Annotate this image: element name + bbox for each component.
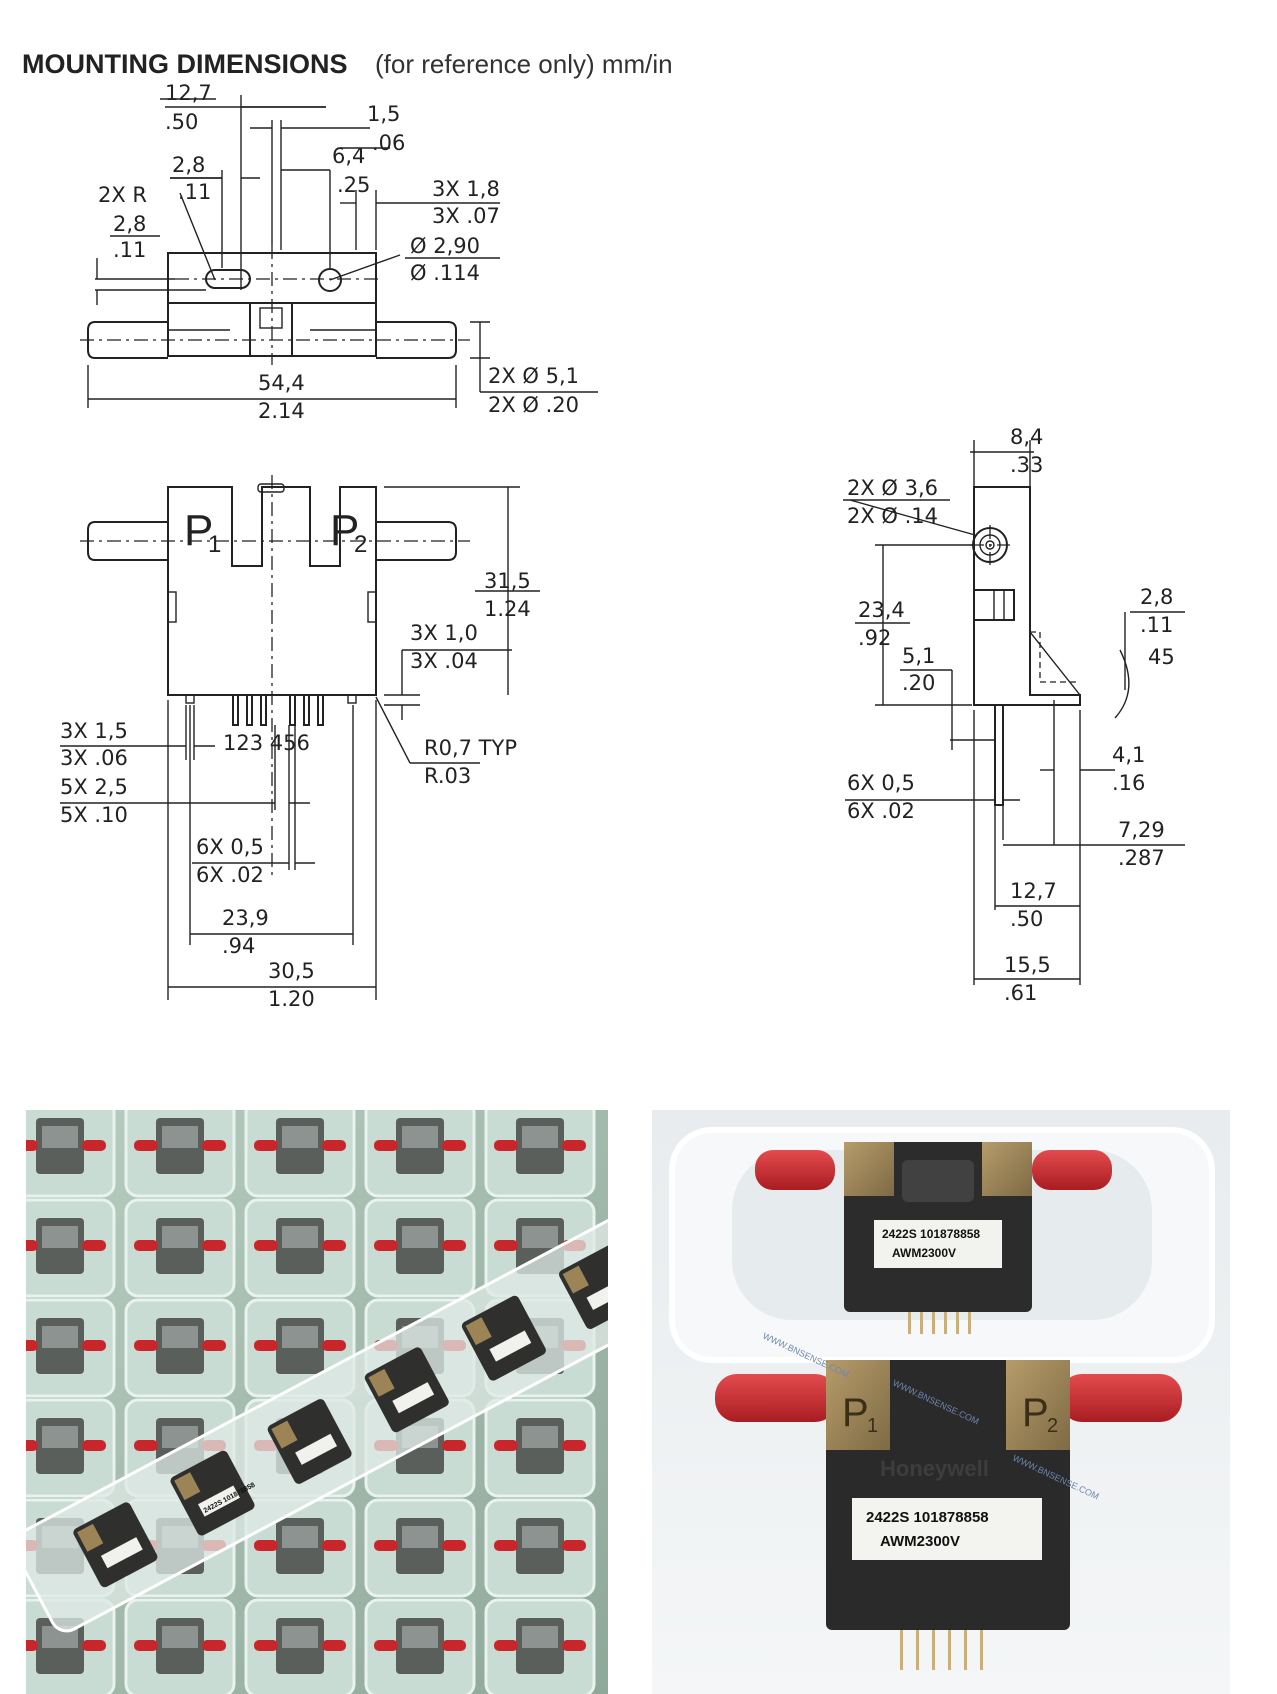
tray-pocket xyxy=(484,1398,596,1498)
dim-text: 30,5 xyxy=(268,959,315,983)
dim-text: .20 xyxy=(902,671,935,695)
tray-pocket xyxy=(124,1110,236,1198)
heading-title: MOUNTING DIMENSIONS xyxy=(22,49,348,79)
tray-pocket xyxy=(484,1598,596,1694)
photo-p1-sub: 1 xyxy=(867,1415,878,1437)
tray-pocket xyxy=(244,1598,356,1694)
photo-p1-label: P xyxy=(842,1391,869,1435)
dim-text: 3X .07 xyxy=(432,204,500,228)
dim-text: 1.24 xyxy=(484,597,531,621)
dim-text: 6,4 xyxy=(332,144,365,168)
front-label-line1: 2422S 101878858 xyxy=(866,1509,989,1526)
photo-sensor-tray: 2422S 101878858 xyxy=(26,1110,608,1694)
heading-subtitle: (for reference only) mm/in xyxy=(375,49,673,79)
dim-text: 2.14 xyxy=(258,399,305,423)
dim-text: R.03 xyxy=(424,764,471,788)
dim-text: 5X 2,5 xyxy=(60,775,128,799)
tray-pocket xyxy=(124,1298,236,1398)
dim-text: 7,29 xyxy=(1118,818,1165,842)
dim-text: .11 xyxy=(113,238,146,262)
dim-text: 6X .02 xyxy=(196,863,264,887)
front-label-line2: AWM2300V xyxy=(880,1533,960,1550)
dim-text: .61 xyxy=(1004,981,1037,1005)
dim-text: 2,8 xyxy=(113,212,146,236)
side-view: 8,4 .33 2X Ø 3,6 2X Ø .14 23,4 .92 5,1 .… xyxy=(843,425,1185,1005)
dim-text: 3X 1,8 xyxy=(432,177,500,201)
dim-text: .25 xyxy=(337,173,370,197)
dim-text: .50 xyxy=(165,110,198,134)
dim-text: 31,5 xyxy=(484,569,531,593)
back-label-line2: AWM2300V xyxy=(892,1246,956,1260)
dim-text: .06 xyxy=(372,131,405,155)
dim-text: 2X R xyxy=(98,183,147,207)
dim-text: .287 xyxy=(1118,846,1165,870)
port-p2-label: P xyxy=(330,506,359,555)
dim-text: 1,5 xyxy=(367,102,400,126)
dim-text: .16 xyxy=(1112,771,1145,795)
tray-pocket xyxy=(484,1498,596,1598)
dim-text: 5,1 xyxy=(902,644,935,668)
dim-text: 2X Ø 5,1 xyxy=(488,364,579,388)
dim-text: .11 xyxy=(1140,613,1173,637)
tray-pocket xyxy=(124,1598,236,1694)
tray-pocket xyxy=(244,1110,356,1198)
dim-text: 15,5 xyxy=(1004,953,1051,977)
dim-text: 6X .02 xyxy=(847,799,915,823)
dim-text: 4,1 xyxy=(1112,743,1145,767)
dim-text: .33 xyxy=(1010,453,1043,477)
dim-text: 3X .04 xyxy=(410,649,478,673)
dim-text: 1.20 xyxy=(268,987,315,1011)
port-p1-label: P xyxy=(184,506,213,555)
dim-text: R0,7 TYP xyxy=(424,736,517,760)
dim-text: 2X Ø .20 xyxy=(488,393,579,417)
dim-text: 2,8 xyxy=(172,153,205,177)
port-p1-sub: 1 xyxy=(208,531,221,558)
dim-text: 2X Ø .14 xyxy=(847,504,938,528)
dim-text: 2X Ø 3,6 xyxy=(847,476,938,500)
dim-text: 45 xyxy=(1148,645,1175,669)
dim-text: 3X 1,0 xyxy=(410,621,478,645)
dim-text: .11 xyxy=(178,180,211,204)
closeup-illustration: 2422S 101878858 AWM2300V P 1 P 2 Honeywe… xyxy=(652,1110,1230,1694)
tray-pocket xyxy=(26,1298,116,1398)
tray-pocket xyxy=(364,1110,476,1198)
dim-text: 6X 0,5 xyxy=(847,771,915,795)
tray-pocket xyxy=(124,1198,236,1298)
dim-text: 3X 1,5 xyxy=(60,719,128,743)
dim-text: 2,8 xyxy=(1140,585,1173,609)
dim-text: 5X .10 xyxy=(60,803,128,827)
tray-pocket xyxy=(364,1498,476,1598)
dim-text: 3X .06 xyxy=(60,746,128,770)
tray-pocket xyxy=(26,1198,116,1298)
photo-sensor-closeup: 2422S 101878858 AWM2300V P 1 P 2 Honeywe… xyxy=(652,1110,1230,1694)
photo-brand: Honeywell xyxy=(880,1456,989,1481)
dim-text: 8,4 xyxy=(1010,425,1043,449)
dim-text: 23,9 xyxy=(222,906,269,930)
dim-text: .50 xyxy=(1010,907,1043,931)
tray-pocket xyxy=(26,1110,116,1198)
tray-pocket xyxy=(364,1198,476,1298)
tray-pocket xyxy=(364,1598,476,1694)
dim-text: 12,7 xyxy=(1010,879,1057,903)
tray-pocket xyxy=(484,1110,596,1198)
dim-text: .94 xyxy=(222,934,255,958)
dim-text: 54,4 xyxy=(258,371,305,395)
tray-pocket xyxy=(244,1198,356,1298)
tray-illustration: 2422S 101878858 xyxy=(26,1110,608,1694)
dim-text: .92 xyxy=(858,626,891,650)
photo-p2-sub: 2 xyxy=(1047,1415,1058,1437)
dim-text: Ø .114 xyxy=(410,261,480,285)
dim-text: 6X 0,5 xyxy=(196,835,264,859)
dim-text: 12,7 xyxy=(165,81,212,105)
photo-p2-label: P xyxy=(1022,1391,1049,1435)
dim-text: Ø 2,90 xyxy=(410,234,480,258)
back-label-line1: 2422S 101878858 xyxy=(882,1227,980,1241)
top-view: 12,7 .50 1,5 .06 6,4 .25 2,8 .11 2X R 2,… xyxy=(80,81,598,423)
pin-numbers: 123 456 xyxy=(223,731,310,755)
port-p2-sub: 2 xyxy=(354,531,367,558)
dim-text: 23,4 xyxy=(858,598,905,622)
front-view: P 1 P 2 123 456 xyxy=(60,475,540,1011)
tray-pocket xyxy=(26,1398,116,1498)
